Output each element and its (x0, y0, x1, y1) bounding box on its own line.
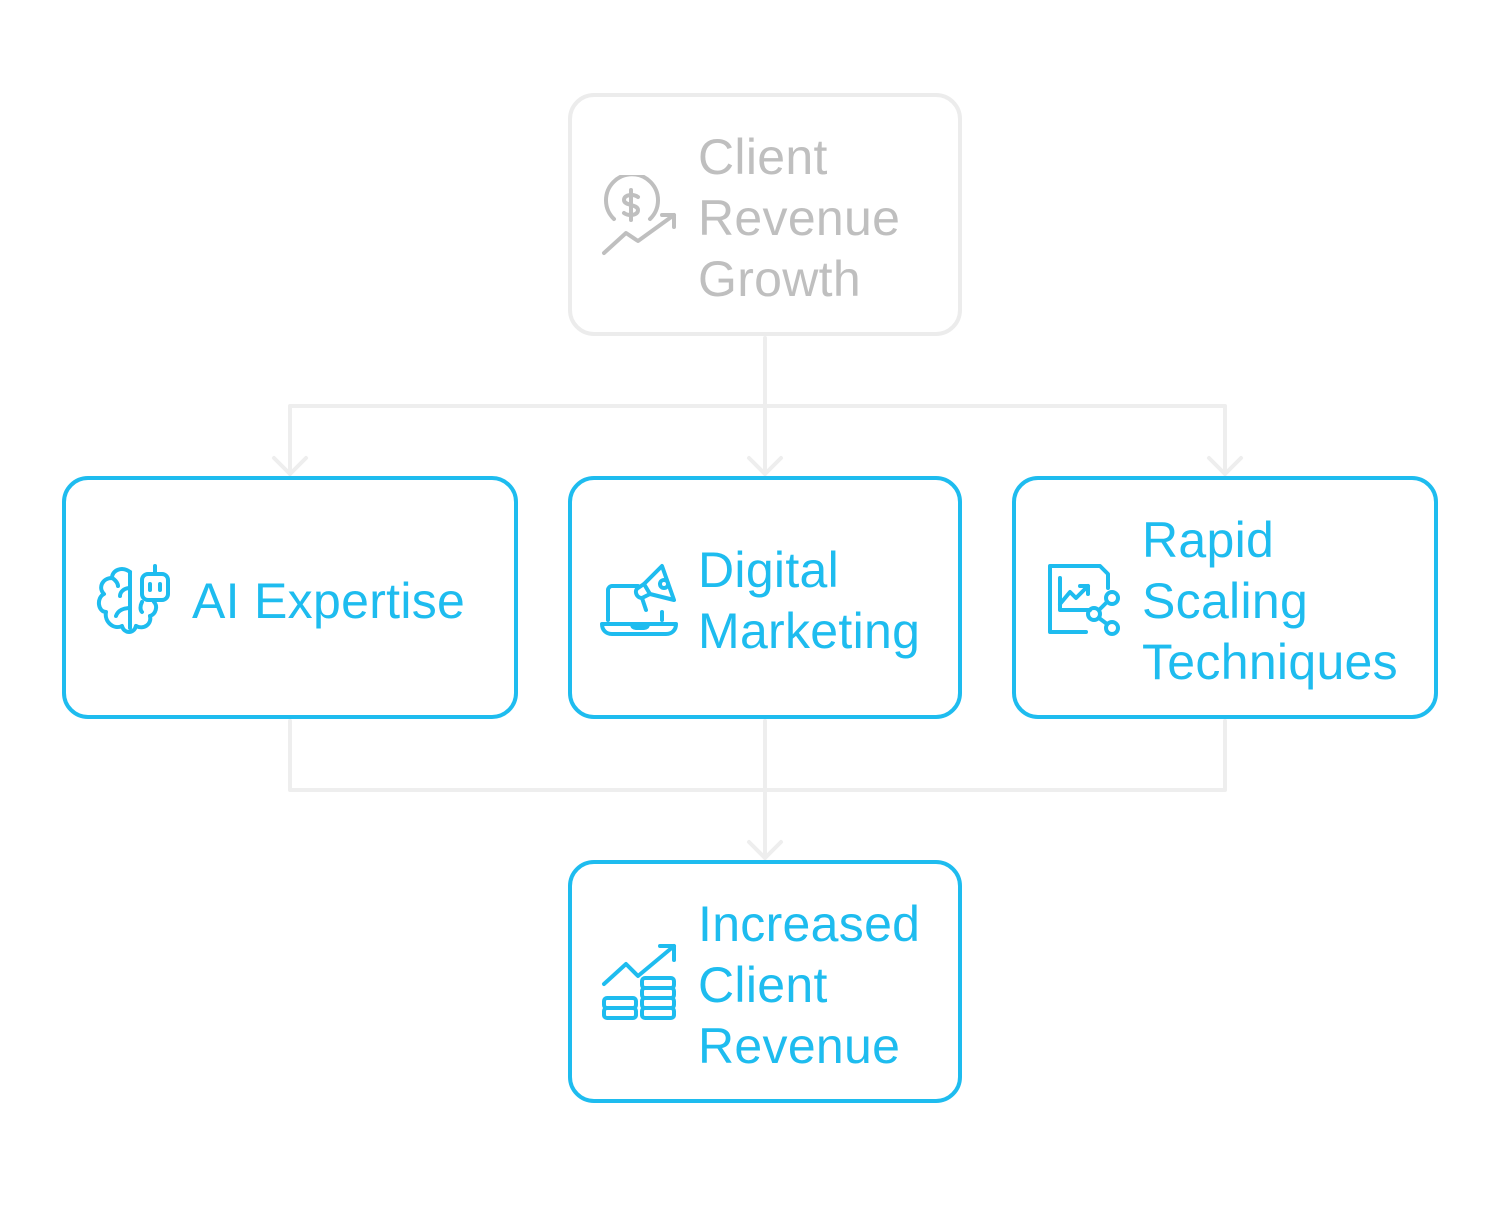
node-label: Increased Client Revenue (698, 896, 921, 1074)
arrowhead-rapid (1207, 456, 1243, 476)
node-ai-expertise: AI Expertise (62, 476, 518, 719)
node-digital-marketing: Digital Marketing (568, 476, 962, 719)
coins-growth-icon (598, 942, 682, 1026)
arrowhead-bottom (747, 840, 783, 860)
node-label: Client Revenue Growth (698, 129, 901, 307)
revenue-growth-icon (598, 175, 682, 259)
arrowhead-digital (747, 456, 783, 476)
node-label: Rapid Scaling Techniques (1142, 512, 1398, 690)
node-label: Digital Marketing (698, 542, 921, 659)
connector-top-branch (288, 404, 1227, 476)
ai-brain-icon (92, 558, 176, 642)
chart-network-icon (1042, 558, 1126, 642)
laptop-megaphone-icon (598, 558, 682, 642)
node-increased-client-revenue: Increased Client Revenue (568, 860, 962, 1103)
connector-merge (288, 719, 1227, 792)
node-label: AI Expertise (192, 573, 466, 629)
node-rapid-scaling-techniques: Rapid Scaling Techniques (1012, 476, 1438, 719)
arrowhead-ai (272, 456, 308, 476)
node-client-revenue-growth: Client Revenue Growth (568, 93, 962, 336)
